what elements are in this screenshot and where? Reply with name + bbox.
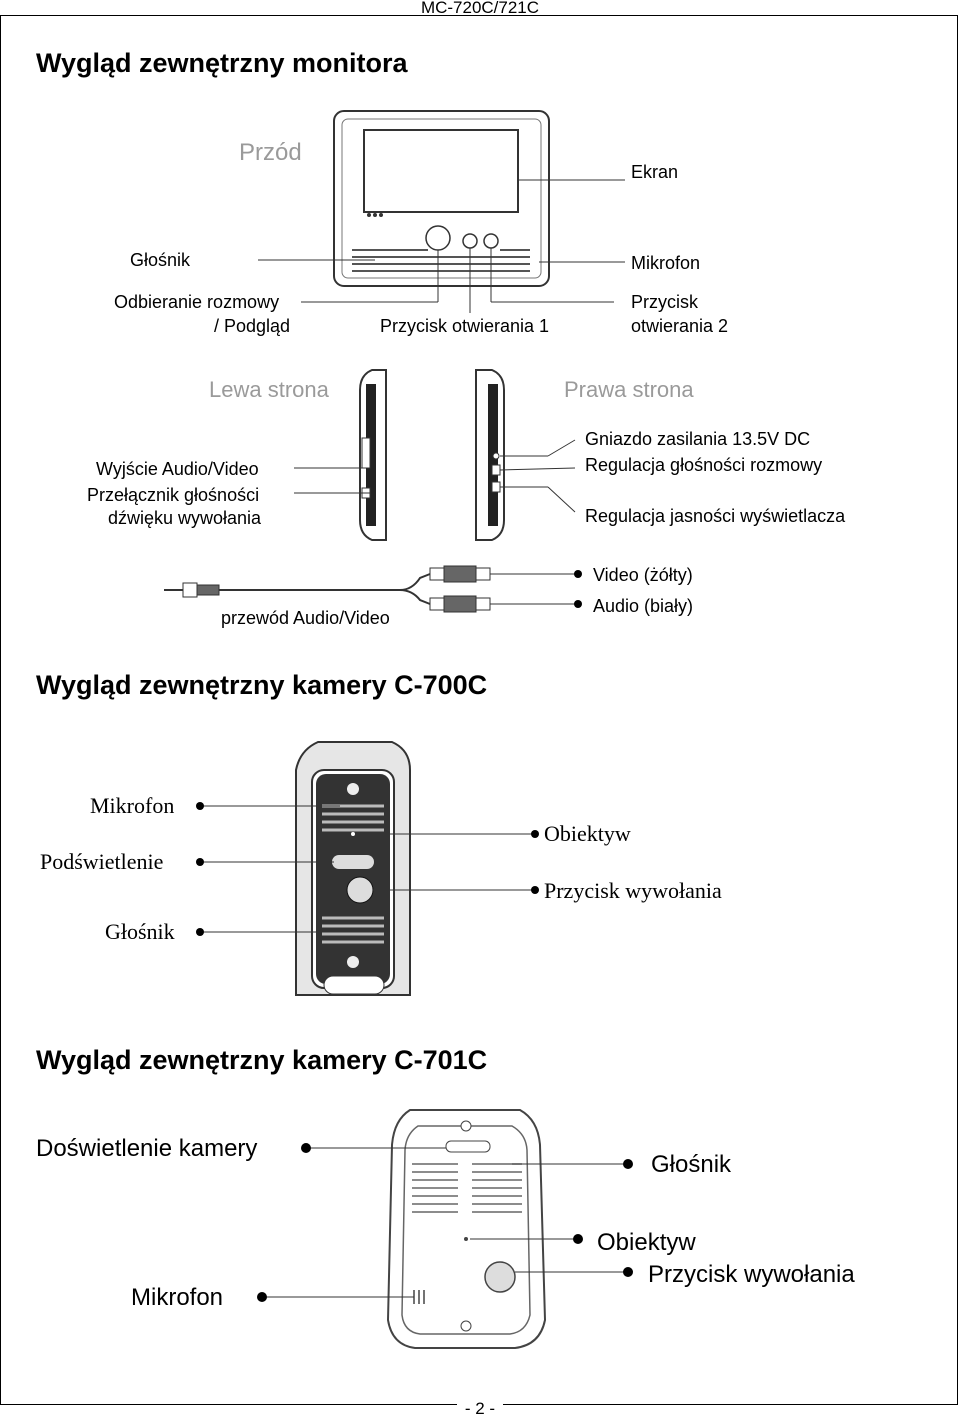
front-label: Przód bbox=[239, 139, 302, 166]
c701-camera-drawing bbox=[386, 1109, 547, 1349]
monitor-speaker-label: Głośnik bbox=[130, 250, 191, 270]
c700-lens-label: Obiektyw bbox=[544, 821, 631, 846]
monitor-left-side-drawing bbox=[359, 369, 387, 541]
brightness-control-label: Regulacja jasności wyświetlacza bbox=[585, 506, 846, 526]
answer-label-line1: Odbieranie rozmowy bbox=[114, 292, 279, 312]
unlock2-label-line1: Przycisk bbox=[631, 292, 699, 312]
page-number: - 2 - bbox=[0, 1399, 960, 1419]
c701-lens-label: Obiektyw bbox=[597, 1229, 696, 1256]
c701-section-title: Wygląd zewnętrzny kamery C-701C bbox=[36, 1045, 488, 1075]
monitor-front-drawing bbox=[333, 110, 550, 287]
monitor-section-title: Wygląd zewnętrzny monitora bbox=[36, 48, 408, 78]
c701-microphone-label: Mikrofon bbox=[131, 1284, 223, 1311]
c700-backlight-label: Podświetlenie bbox=[40, 849, 163, 874]
c701-call-button-label: Przycisk wywołania bbox=[648, 1261, 855, 1288]
chime-switch-label-line1: Przełącznik głośności bbox=[87, 485, 259, 505]
unlock1-label: Przycisk otwierania 1 bbox=[380, 316, 549, 336]
monitor-right-side-drawing bbox=[475, 369, 505, 541]
c701-camera-light-label: Doświetlenie kamery bbox=[36, 1135, 257, 1162]
left-side-label: Lewa strona bbox=[209, 377, 330, 402]
model-header: MC-720C/721C bbox=[420, 0, 540, 17]
volume-control-label: Regulacja głośności rozmowy bbox=[585, 455, 822, 475]
audio-white-label: Audio (biały) bbox=[593, 596, 693, 616]
answer-label-line2: / Podgląd bbox=[214, 316, 290, 336]
c700-section-title: Wygląd zewnętrzny kamery C-700C bbox=[36, 670, 488, 700]
c700-camera-drawing bbox=[295, 741, 411, 996]
c700-microphone-label: Mikrofon bbox=[90, 793, 174, 818]
c701-callout-lines bbox=[262, 1147, 628, 1298]
monitor-microphone-label: Mikrofon bbox=[631, 253, 700, 273]
av-out-label: Wyjście Audio/Video bbox=[96, 459, 259, 479]
power-jack-label: Gniazdo zasilania 13.5V DC bbox=[585, 429, 810, 449]
av-cable-drawing bbox=[164, 565, 582, 613]
right-side-label: Prawa strona bbox=[564, 377, 694, 402]
c701-speaker-label: Głośnik bbox=[651, 1151, 732, 1178]
monitor-front-callout-lines bbox=[258, 179, 625, 313]
monitor-side-callout-lines bbox=[294, 439, 576, 513]
chime-switch-label-line2: dźwięku wywołania bbox=[108, 508, 262, 528]
c700-callout-lines bbox=[200, 805, 535, 933]
c700-call-button-label: Przycisk wywołania bbox=[544, 878, 722, 903]
page-number-text: - 2 - bbox=[456, 1399, 504, 1418]
screen-label: Ekran bbox=[631, 162, 678, 182]
cable-label: przewód Audio/Video bbox=[221, 608, 390, 628]
unlock2-label-line2: otwierania 2 bbox=[631, 316, 728, 336]
c700-speaker-label: Głośnik bbox=[105, 919, 175, 944]
video-yellow-label: Video (żółty) bbox=[593, 565, 693, 585]
